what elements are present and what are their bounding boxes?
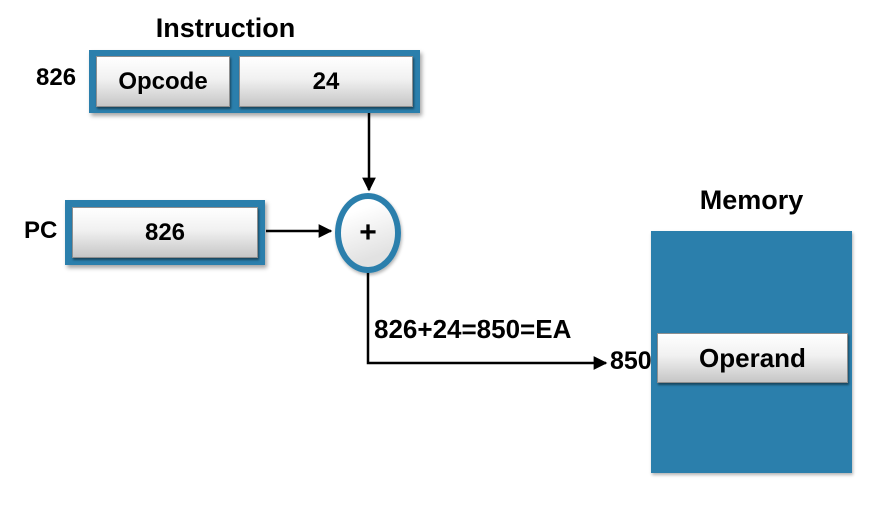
instruction-address-label: 826 [36, 64, 77, 91]
instruction-box: Opcode 24 [89, 50, 420, 113]
pc-value: 826 [72, 207, 258, 258]
pc-register-box: 826 [65, 200, 265, 265]
offset-field: 24 [239, 56, 413, 107]
opcode-field: Opcode [96, 56, 230, 107]
memory-title: Memory [699, 185, 804, 215]
adder-circle: + [335, 193, 401, 273]
operand-box: Operand [657, 333, 848, 383]
effective-address-label: 850 [610, 347, 652, 375]
ea-calculation-text: 826+24=850=EA [374, 314, 572, 344]
plus-icon: + [359, 216, 377, 249]
instruction-title: Instruction [155, 13, 296, 43]
pc-label: PC [24, 217, 58, 244]
